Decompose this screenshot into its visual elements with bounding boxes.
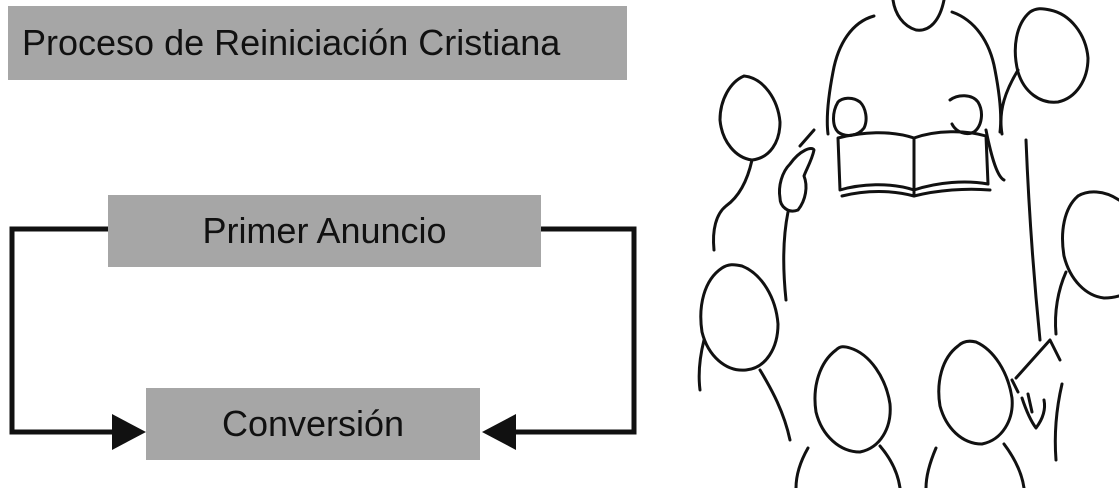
figure-left-middle <box>699 263 780 372</box>
leader-figure <box>891 0 946 32</box>
open-book <box>836 131 916 192</box>
diagram-title: Proceso de Reiniciación Cristiana <box>8 6 627 80</box>
figure-right-top <box>1013 7 1090 104</box>
primer-anuncio-box: Primer Anuncio <box>108 195 541 267</box>
conversion-box: Conversión <box>146 388 480 460</box>
figure-right-middle <box>1061 194 1119 300</box>
figure-bottom-right <box>937 339 1014 446</box>
figure-left-top <box>718 74 782 162</box>
figure-bottom-center <box>813 345 892 454</box>
